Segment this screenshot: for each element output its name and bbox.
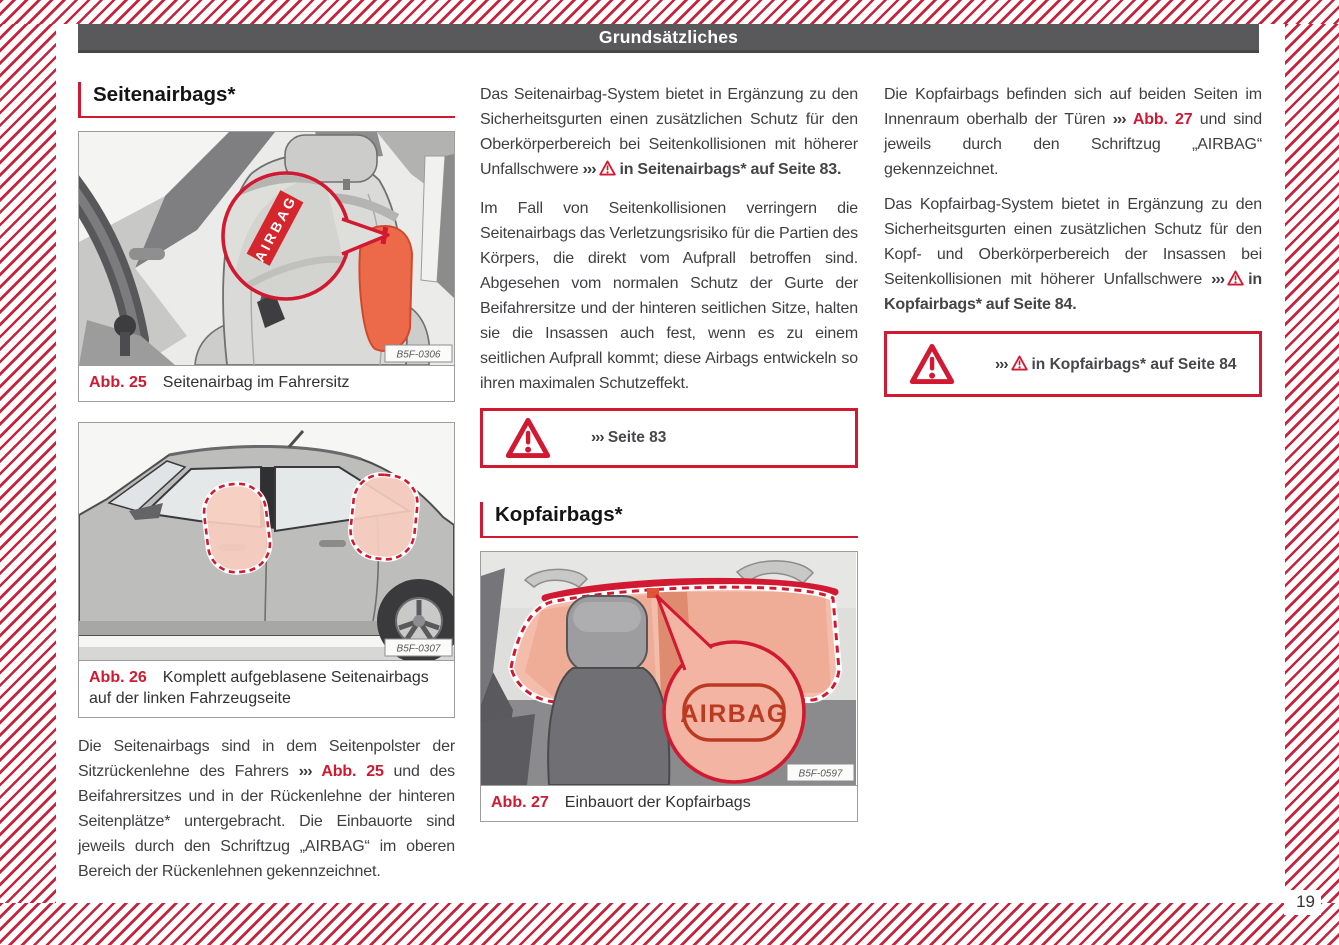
cross-reference-abb25: Abb. 25 [321, 763, 384, 780]
decorative-border-top [0, 0, 1339, 24]
front-side-airbag-zone [201, 481, 273, 575]
paragraph-kopfairbag-system: Das Kopfairbag-System bietet in Ergänzun… [884, 196, 1262, 313]
decorative-border-left [0, 24, 56, 903]
paragraph-seitenairbags-location: Die Seitenairbags sind in dem Seitenpols… [78, 738, 455, 880]
figure-abb25: AIRBAG B5F-0306 Abb. 25 Seitenairbag im F… [57, 131, 455, 402]
figure-label: Abb. 25 [89, 374, 147, 391]
reference-arrows: ››› [1211, 271, 1225, 288]
warning-triangle-icon [1011, 355, 1028, 371]
warning-box-seite83: ››› Seite 83 [480, 408, 858, 468]
figure-image-head-airbag: AIRBAG B5F-0597 [481, 552, 857, 786]
svg-text:B5F-0307: B5F-0307 [397, 644, 441, 655]
rear-side-airbag-zone [348, 472, 420, 562]
grab-handle [735, 560, 815, 585]
column-1: Seitenairbags* [57, 82, 461, 896]
figure-caption-text: Komplett aufgeblasene Seitenair­bags auf… [89, 669, 429, 707]
chapter-title: Grundsätzliches [598, 27, 739, 47]
figure-image-car-side: B5F-0307 [78, 423, 461, 663]
chapter-header-bar: Grundsätzliches [78, 24, 1259, 53]
paragraph-seitenkollisionen: Im Fall von Seitenkollisionen verringern… [480, 200, 858, 392]
warning-text: ›››in Kopfairbags* auf Seite 84 [995, 355, 1237, 373]
page-number: 19 [1284, 890, 1321, 915]
figure-code-label: B5F-0307 [384, 638, 453, 657]
svg-text:B5F-0306: B5F-0306 [397, 350, 441, 361]
reference-arrows: ››› [1112, 111, 1127, 128]
figure-caption-abb27: Abb. 27 Einbauort der Kopfairbags [481, 786, 857, 821]
figure-caption-text: Seitenairbag im Fahrersitz [162, 374, 350, 391]
svg-text:AIRBAG: AIRBAG [680, 700, 788, 728]
column-3: Die Kopfairbags befinden sich auf beiden… [884, 82, 1262, 397]
decorative-border-right [1285, 24, 1339, 903]
heading-seitenairbags: Seitenairbags* [78, 82, 455, 118]
cross-reference-seite84: in Kopfairbags* auf Seite 84. [884, 271, 1262, 313]
figure-code-label: B5F-0306 [384, 344, 453, 363]
warning-box-seite84: ›››in Kopfairbags* auf Seite 84 [884, 331, 1262, 397]
grab-handle [523, 568, 588, 588]
decorative-border-bottom [0, 903, 1339, 945]
warning-triangle-icon [505, 417, 551, 459]
reference-arrows: ››› [298, 763, 313, 780]
warning-triangle-icon [599, 160, 616, 176]
cross-reference-seite83: in Seitenairbags* auf Seite 83. [619, 161, 842, 178]
figure-label: Abb. 26 [89, 669, 147, 686]
airbag-embossed-badge: AIRBAG [680, 683, 788, 742]
figure-code-label: B5F-0597 [786, 763, 855, 782]
paragraph-seitenairbag-system: Das Seitenairbag-System bietet in Ergänz… [480, 86, 858, 178]
paragraph-kopfairbags-location: Die Kopfairbags befinden sich auf beiden… [884, 86, 1262, 178]
reference-arrows: ››› [582, 161, 597, 178]
curtain-airbag-strip [541, 577, 839, 602]
figure-label: Abb. 27 [491, 794, 549, 811]
figure-image-driver-seat: AIRBAG B5F-0306 [57, 132, 454, 366]
cross-reference-abb27: Abb. 27 [1132, 111, 1193, 128]
svg-text:B5F-0597: B5F-0597 [799, 769, 843, 780]
heading-kopfairbags: Kopfairbags* [480, 502, 858, 538]
seat-back [547, 667, 671, 786]
magnifier-callout-circle [662, 640, 806, 784]
column-2: Das Seitenairbag-System bietet in Ergänz… [480, 82, 858, 822]
figure-caption-text: Einbauort der Kopfairbags [564, 794, 751, 811]
figure-caption-abb25: Abb. 25 Seitenairbag im Fahrersitz [79, 366, 454, 401]
warning-triangle-icon [909, 343, 955, 385]
warning-text: ››› Seite 83 [591, 429, 667, 446]
warning-triangle-icon [1227, 270, 1244, 286]
figure-abb27: AIRBAG B5F-0597 Abb. 27 Einbauort der Kop… [480, 551, 858, 822]
